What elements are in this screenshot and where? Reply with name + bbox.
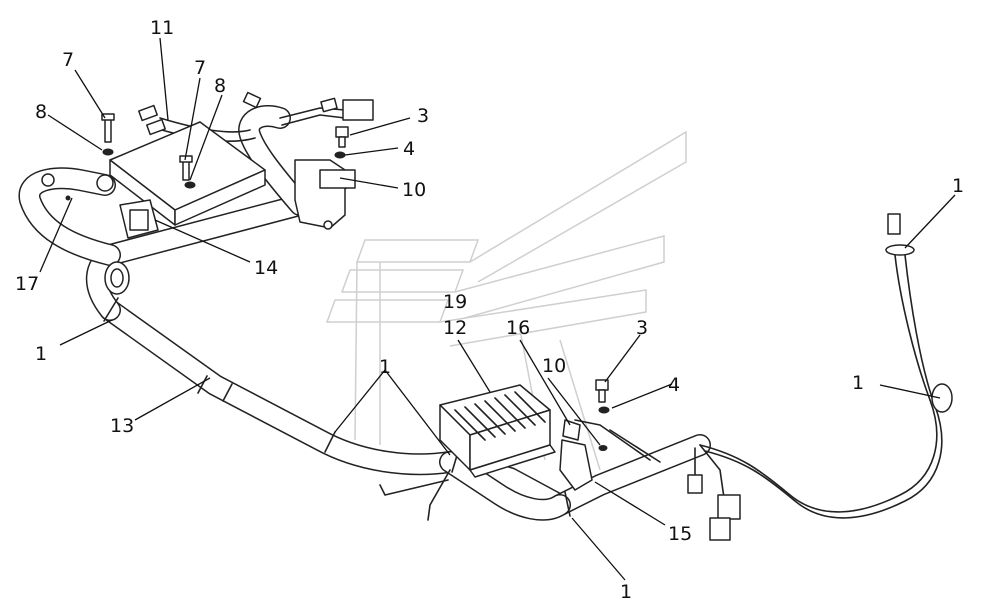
callout-1-right-top: 1 [952, 175, 964, 197]
harness-bands [103, 297, 571, 517]
callout-14: 14 [254, 257, 278, 279]
callout-7-right: 7 [194, 57, 206, 79]
relay-15 [559, 419, 593, 491]
round-grommet [104, 261, 130, 295]
callout-1-bottom: 1 [620, 581, 632, 603]
callout-19: 19 [443, 291, 467, 313]
callout-8-left: 8 [35, 101, 47, 123]
leader-lines [39, 37, 956, 581]
top-connectors [138, 91, 374, 136]
main-harness [18, 105, 711, 521]
right-connectors [687, 474, 741, 541]
callout-10-bottom: 10 [542, 355, 566, 377]
connector-17 [41, 173, 114, 201]
callout-12: 12 [443, 317, 467, 339]
callout-labels: 11 7 7 8 8 3 4 10 17 14 1 13 19 12 16 3 … [15, 17, 964, 603]
callout-8-right: 8 [214, 75, 226, 97]
callout-1-left: 1 [35, 343, 47, 365]
top-fasteners [101, 113, 349, 189]
sensor-end [885, 213, 953, 413]
callout-3-bottom: 3 [636, 317, 648, 339]
callout-4-bottom: 4 [668, 374, 680, 396]
relay-bracket-top [294, 159, 356, 230]
callout-16: 16 [506, 317, 530, 339]
mount-bracket-14 [119, 199, 159, 239]
callout-3-top: 3 [417, 105, 429, 127]
callout-4-top: 4 [403, 138, 415, 160]
callout-1-middle: 1 [379, 356, 391, 378]
callout-11: 11 [150, 17, 174, 39]
callout-1-right-low: 1 [852, 372, 864, 394]
power-module-12 [439, 384, 556, 478]
callout-13: 13 [110, 415, 134, 437]
callout-10-top: 10 [402, 179, 426, 201]
bottom-fasteners [595, 379, 610, 451]
callout-7-left: 7 [62, 49, 74, 71]
callout-17: 17 [15, 273, 39, 295]
callout-15: 15 [668, 523, 692, 545]
thin-wires [154, 107, 943, 521]
